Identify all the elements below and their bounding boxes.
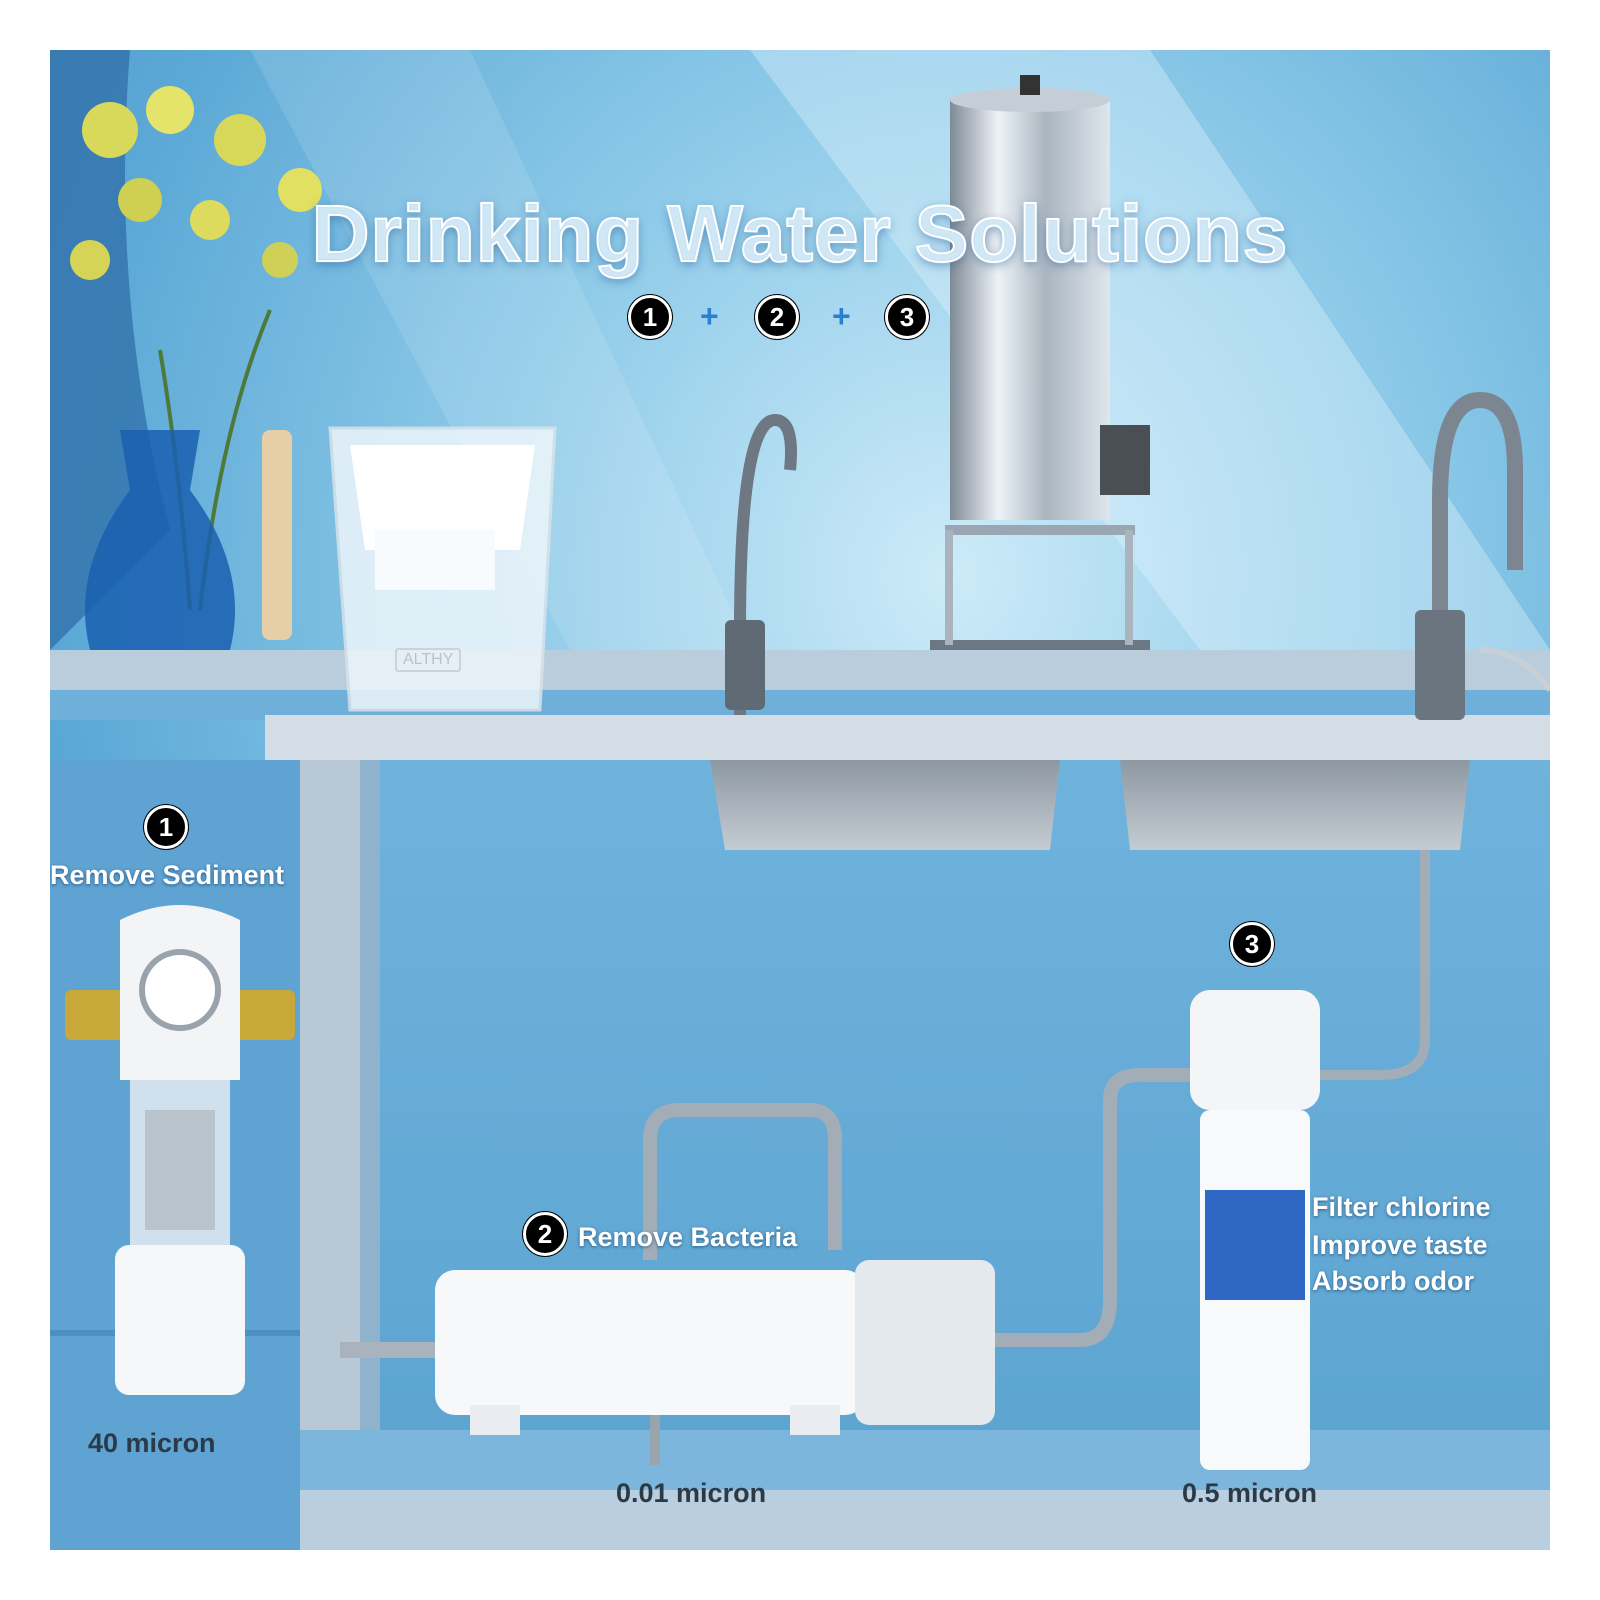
plant-illustration [70, 86, 322, 611]
stage3-benefit-3: Absorb odor [1312, 1266, 1474, 1296]
stage3-benefit-2: Improve taste [1312, 1230, 1488, 1260]
plus-sign-2: + [832, 298, 851, 334]
gravity-filter [930, 75, 1150, 650]
stage2-micron: 0.01 micron [616, 1478, 767, 1508]
uf-filter [435, 1260, 995, 1465]
scene-illustration [50, 50, 1550, 1550]
stage3-badge: 3 [1230, 922, 1274, 966]
sediment-filter [65, 905, 295, 1395]
page-title: Drinking Water Solutions [311, 188, 1289, 279]
stage3-micron: 0.5 micron [1182, 1478, 1318, 1508]
carbon-filter [1190, 990, 1320, 1470]
stage1-badge: 1 [144, 805, 188, 849]
stage1-micron: 40 micron [88, 1428, 216, 1458]
stage2-label: Remove Bacteria [578, 1222, 798, 1252]
header-badge-2: 2 [755, 295, 799, 339]
stage2-badge: 2 [523, 1212, 567, 1256]
product-scene: Drinking Water Solutions 1 + 2 + 3 ALTHY… [50, 50, 1550, 1550]
plus-sign-1: + [700, 298, 719, 334]
header-badge-1: 1 [628, 295, 672, 339]
water-pitcher [262, 426, 557, 712]
pitcher-brand: ALTHY [395, 648, 462, 672]
stage3-benefit-1: Filter chlorine [1312, 1192, 1491, 1222]
header-badge-3: 3 [885, 295, 929, 339]
stage1-label: Remove Sediment [50, 860, 285, 890]
